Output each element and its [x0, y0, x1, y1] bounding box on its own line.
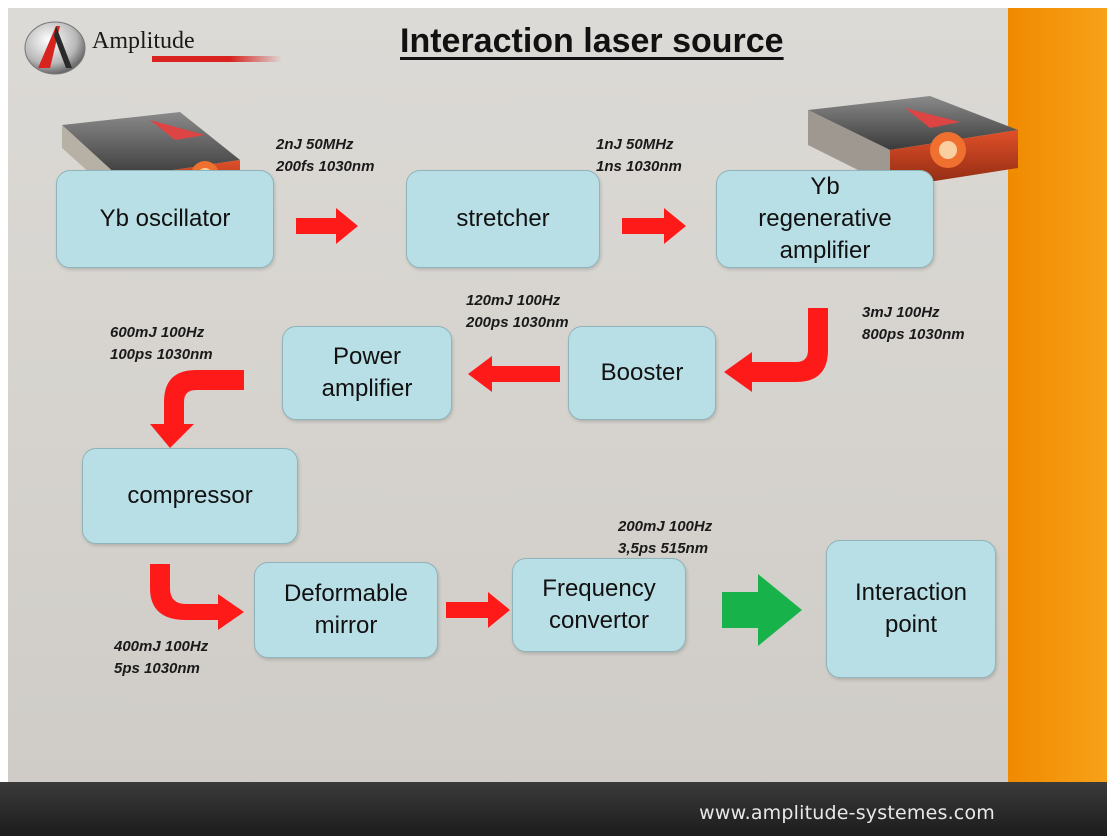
spec-after-compressor: 400mJ 100Hz 5ps 1030nm	[114, 638, 209, 677]
logo-wordmark: Amplitude	[92, 28, 195, 54]
spec-after-power-amp: 600mJ 100Hz 100ps 1030nm	[110, 324, 213, 363]
arrow-oscillator-to-stretcher	[296, 208, 358, 244]
box-yb-regenerative-amplifier: Yb regenerative amplifier	[716, 170, 934, 268]
spec-after-freq-conv: 200mJ 100Hz 3,5ps 515nm	[618, 518, 713, 557]
amplitude-logo-icon	[24, 21, 86, 75]
company-logo	[20, 18, 300, 78]
arrow-regen-to-booster	[724, 308, 828, 392]
arrow-stretcher-to-regen	[622, 208, 686, 244]
arrow-power-amp-to-compressor	[150, 370, 244, 448]
spec-after-booster: 120mJ 100Hz 200ps 1030nm	[466, 292, 569, 331]
orange-side-band	[1008, 8, 1107, 782]
arrow-deformable-to-freq-conv	[446, 592, 510, 628]
arrow-compressor-to-deformable	[150, 564, 244, 630]
box-stretcher: stretcher	[406, 170, 600, 268]
footer-url: www.amplitude-systemes.com	[699, 802, 995, 824]
box-yb-oscillator: Yb oscillator	[56, 170, 274, 268]
spec-after-regen: 3mJ 100Hz 800ps 1030nm	[862, 304, 965, 343]
box-booster: Booster	[568, 326, 716, 420]
spec-after-stretcher: 1nJ 50MHz 1ns 1030nm	[596, 136, 682, 175]
arrow-freq-conv-to-interaction	[722, 574, 802, 646]
arrow-booster-to-power-amp	[468, 356, 560, 392]
box-interaction-point: Interaction point	[826, 540, 996, 678]
page-title: Interaction laser source	[400, 22, 784, 60]
logo-red-bar	[152, 56, 282, 62]
box-deformable-mirror: Deformable mirror	[254, 562, 438, 658]
footer-bar	[0, 782, 1107, 836]
box-frequency-convertor: Frequency convertor	[512, 558, 686, 652]
spec-after-oscillator: 2nJ 50MHz 200fs 1030nm	[276, 136, 375, 175]
box-power-amplifier: Power amplifier	[282, 326, 452, 420]
box-compressor: compressor	[82, 448, 298, 544]
